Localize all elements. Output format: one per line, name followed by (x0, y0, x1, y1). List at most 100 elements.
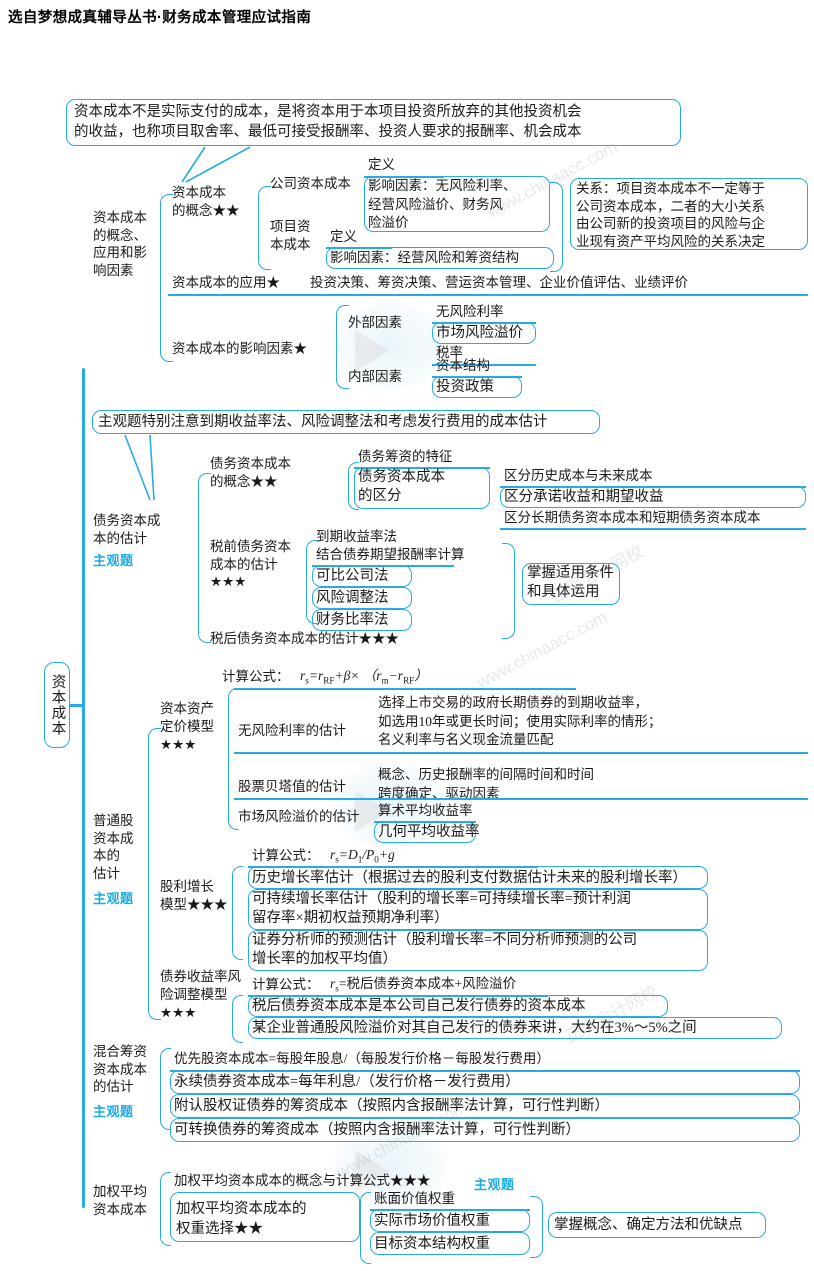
debt-concept-bracket (348, 462, 359, 510)
project-factors-text: 影响因素：经营风险和筹资结构 (330, 250, 519, 265)
grasp-concepts-bracket (530, 1196, 543, 1258)
ddm-item-0: 历史增长率估计（根据过去的股利支付数据估计未来的股利增长率） (252, 870, 687, 886)
external-rule-2 (432, 364, 536, 366)
branch4-item-1: 永续债券资本成本=每年利息/（发行价格－发行费用） (174, 1074, 520, 1090)
watermark-text: www.chinaacc.com (473, 607, 611, 692)
ddm-label: 股利增长 模型★★★ (160, 879, 228, 912)
external-item-1-box (432, 322, 536, 344)
bond-formula-prefix: 计算公式： (252, 977, 320, 992)
beta-label: 股票贝塔值的估计 (238, 779, 346, 794)
branch4-item-2: 附认股权证债券的筹资成本（按照内含报酬率法计算，可行性判断） (174, 1098, 609, 1114)
pretax-label: 税前债务资本 成本的估计 ★★★ (210, 539, 291, 589)
branch5-badge: 主观题 (474, 1177, 515, 1192)
branch4-title: 混合筹资 资本成本 的估计 (93, 1044, 147, 1094)
branch1-concept-label: 资本成本 的概念★★ (172, 185, 240, 218)
callout-grasp-concepts-text: 掌握概念、确定方法和优缺点 (554, 1217, 743, 1233)
branch3-bracket (148, 728, 161, 1020)
pretax-method-2-box (312, 609, 412, 631)
callout-concept (66, 99, 681, 146)
root-trunk (82, 368, 86, 1208)
branch1-bracket (160, 194, 173, 362)
wacc-weight-0: 账面价值权重 (374, 1191, 455, 1206)
page-title: 选自梦想成真辅导丛书·财务成本管理应试指南 (8, 10, 312, 26)
project-factors-box (326, 247, 554, 269)
debt-distinction-rule-2 (500, 528, 806, 530)
grasp-conditions-bracket (502, 543, 515, 639)
factors-bracket (336, 305, 349, 389)
ddm-item-2: 证券分析师的预测估计（股利增长率=不同分析师预测的公司 增长率的加权平均值） (252, 932, 638, 967)
bond-yield-label: 债券收益率风 险调整模型 ★★★ (160, 969, 241, 1020)
company-factors-text: 影响因素：无风险利率、 经营风险溢价、财务风 险溢价 (368, 178, 517, 230)
capm-formula: rs=rRF+β× （rm−rRF） (300, 668, 428, 686)
mrp-item-1-box (374, 821, 476, 843)
mrp-item-1: 几何平均收益率 (378, 824, 480, 840)
branch3-badge: 主观题 (93, 891, 134, 906)
pretax-method-0: 可比公司法 (316, 568, 389, 584)
mrp-label: 市场风险溢价的估计 (238, 809, 360, 824)
application-label: 资本成本的应用★ (172, 275, 280, 290)
callout-relation-text: 关系：项目资本成本不一定等于 公司资本成本，二者的大小关系 由公司新的投资项目的… (576, 181, 765, 249)
ddm-formula-prefix: 计算公式： (252, 848, 320, 863)
capm-sub-bracket (228, 688, 239, 830)
ddm-item-2-box (248, 930, 708, 971)
branch4-item-0: 优先股资本成本=每股年股息/（每股发行价格－每股发行费用） (174, 1051, 550, 1066)
mrp-item-0: 算术平均收益率 (378, 803, 473, 818)
wacc-weights-label: 加权平均资本成本的 权重选择★★ (176, 1201, 307, 1237)
capm-formula-rule (234, 688, 576, 690)
branch3-title: 普通股 资本成 本的 估计 (93, 813, 134, 881)
branch4-item-3: 可转换债券的筹资成本（按照内含报酬率法计算，可行性判断） (174, 1122, 580, 1138)
branch5-bracket (160, 1172, 171, 1246)
external-item-2: 税率 (436, 345, 463, 360)
wacc-weight-2-box (370, 1232, 530, 1255)
callout-grasp-conditions-text: 掌握适用条件 和具体运用 (527, 565, 614, 600)
beta-value: 概念、历史报酬率的间隔时间和时间 跨度确定、驱动因素 (378, 767, 594, 801)
root-connector (70, 704, 83, 708)
project-cost-def: 定义 (330, 229, 357, 244)
application-value: 投资决策、筹资决策、营运资本管理、企业价值评估、业绩评价 (310, 275, 688, 290)
pretax-bracket (306, 540, 317, 624)
external-item-1: 市场风险溢价 (436, 325, 523, 341)
branch1-concept-bracket (258, 186, 271, 270)
project-cost-label: 项目资 本成本 (270, 219, 311, 252)
ddm-bracket (232, 866, 243, 960)
debt-distinction-item-0: 区分历史成本与未来成本 (504, 468, 653, 483)
callout-subjective-note (92, 410, 600, 434)
bond-item-0: 税后债券资本成本是本公司自己发行债券的资本成本 (252, 998, 586, 1014)
branch2-badge: 主观题 (93, 553, 134, 568)
wacc-weight-1-box (370, 1209, 530, 1232)
wacc-weights-box (170, 1192, 360, 1242)
rf-rule (234, 752, 808, 754)
pretax-method-1-box (312, 587, 412, 609)
branch5-title: 加权平均 资本成本 (93, 1184, 147, 1217)
bond-item-1: 某企业普通股风险溢价对其自己发行的债券来讲，大约在3%～5%之间 (252, 1020, 697, 1036)
internal-factors-label: 内部因素 (348, 369, 402, 384)
rf-label: 无风险利率的估计 (238, 723, 346, 738)
branch4-item-1-box (170, 1070, 800, 1094)
ddm-item-1: 可持续增长率估计（股利的增长率=可持续增长率=预计利润 留存率×期初权益预期净利… (252, 891, 631, 926)
ytm-label: 到期收益率法 结合债券期望报酬率计算 (316, 529, 465, 562)
external-factors-label: 外部因素 (348, 315, 402, 330)
pretax-method-2: 财务比率法 (316, 612, 389, 628)
rf-value: 选择上市交易的政府长期债券的到期收益率， 如选用10年或更长时间；使用实际利率的… (378, 695, 662, 747)
wacc-concept: 加权平均资本成本的概念与计算公式★★★ (174, 1173, 431, 1188)
pretax-method-0-box (312, 565, 412, 587)
callout-concept-text: 资本成本不是实际支付的成本，是将资本用于本项目投资所放弃的其他投资机会 的收益，… (74, 104, 582, 140)
branch2-title: 债务资本成 本的估计 (93, 513, 161, 546)
callout-relation (570, 178, 808, 250)
bond-bracket (232, 995, 243, 1043)
internal-item-0: 资本结构 (436, 358, 490, 373)
branch2-bracket (198, 473, 211, 643)
branch4-badge: 主观题 (93, 1104, 134, 1119)
company-cost-def: 定义 (368, 157, 395, 172)
root-node: 资本成本 (44, 662, 70, 748)
bond-item-1-box (248, 1017, 782, 1039)
factors-label: 资本成本的影响因素★ (172, 341, 307, 356)
debt-feature: 债务筹资的特征 (358, 449, 453, 464)
root-label: 资本成本 (49, 674, 66, 736)
internal-item-1-box (432, 376, 522, 398)
bond-item-0-box (248, 995, 668, 1017)
debt-distinction-item-1: 区分承诺收益和期望收益 (504, 489, 664, 505)
external-item-0: 无风险利率 (436, 304, 504, 319)
branch1-title: 资本成本 的概念、 应用和影 响因素 (93, 210, 147, 278)
